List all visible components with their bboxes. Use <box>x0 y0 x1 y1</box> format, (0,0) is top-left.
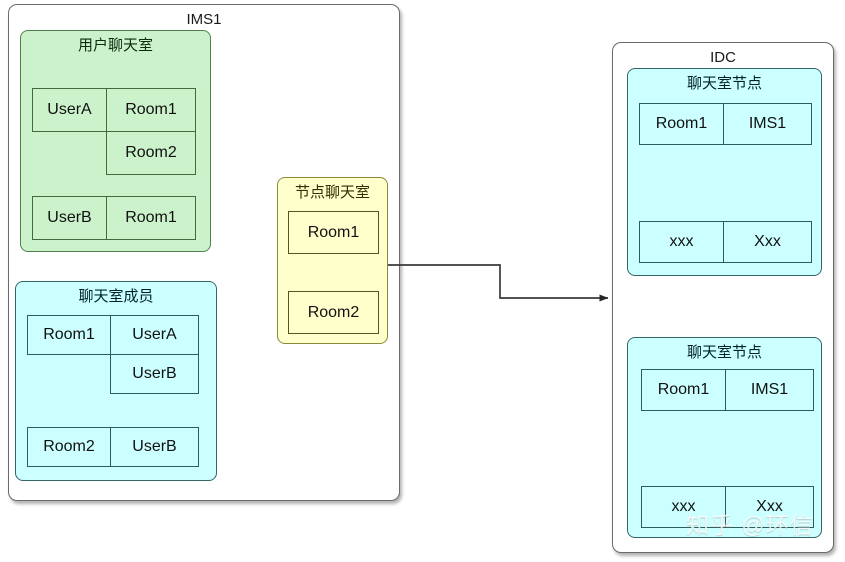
idc-node-2-cell-room1: Room1 <box>641 369 726 411</box>
chatroom-member-cell-user-b-1: UserB <box>110 354 199 394</box>
user-chatroom-cell-room2-a: Room2 <box>106 131 196 175</box>
user-chatroom-cell-user-a: UserA <box>32 88 107 132</box>
idc-node-1-cell-room1: Room1 <box>639 103 724 145</box>
node-chatroom-cell-room1: Room1 <box>288 211 379 254</box>
node-chatroom-group: 节点聊天室 Room1 Room2 <box>277 177 388 344</box>
idc-panel-title: IDC <box>710 49 736 66</box>
idc-node-1-cell-ims1: IMS1 <box>723 103 812 145</box>
user-chatroom-group: 用户聊天室 UserA Room1 Room2 UserB Room1 <box>20 30 211 252</box>
chatroom-member-cell-room1: Room1 <box>27 315 111 355</box>
chatroom-member-group: 聊天室成员 Room1 UserA UserB Room2 UserB <box>15 281 217 481</box>
watermark: 知乎 @环信 <box>686 512 814 538</box>
idc-node-1-cell-xxx-left: xxx <box>639 221 724 263</box>
chatroom-member-cell-room2: Room2 <box>27 427 111 467</box>
user-chatroom-cell-room1-a: Room1 <box>106 88 196 132</box>
node-chatroom-cell-room2: Room2 <box>288 291 379 334</box>
idc-node-2-cell-xxx-right: Xxx <box>725 486 814 528</box>
idc-node-group-1: 聊天室节点 Room1 IMS1 xxx Xxx <box>627 68 822 276</box>
idc-node-2-cell-ims1: IMS1 <box>725 369 814 411</box>
chatroom-member-cell-user-b-2: UserB <box>110 427 199 467</box>
chatroom-member-title: 聊天室成员 <box>78 288 154 305</box>
idc-node-title-1: 聊天室节点 <box>686 75 762 92</box>
idc-node-group-2: 聊天室节点 Room1 IMS1 xxx Xxx <box>627 337 822 538</box>
user-chatroom-cell-user-b: UserB <box>32 196 107 240</box>
idc-node-title-2: 聊天室节点 <box>686 344 762 361</box>
node-chatroom-title: 节点聊天室 <box>294 184 370 201</box>
ims1-panel-title: IMS1 <box>186 11 222 28</box>
user-chatroom-title: 用户聊天室 <box>77 37 153 54</box>
chatroom-member-cell-user-a: UserA <box>110 315 199 355</box>
user-chatroom-cell-room1-b: Room1 <box>106 196 196 240</box>
idc-node-1-cell-xxx-right: Xxx <box>723 221 812 263</box>
